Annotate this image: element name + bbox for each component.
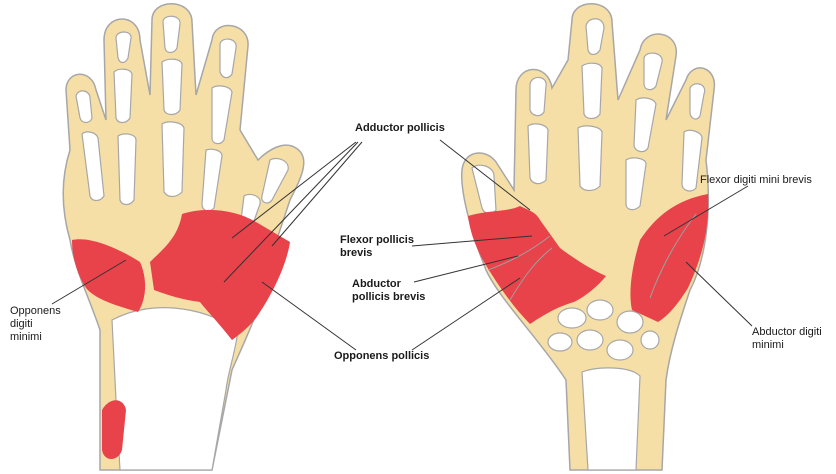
label-abductor-digiti-minimi: Abductor digiti minimi	[752, 326, 822, 352]
label-opponens-pollicis: Opponens pollicis	[334, 350, 429, 363]
label-flexor-pollicis-brevis: Flexor pollicis brevis	[340, 234, 414, 260]
label-adductor-pollicis: Adductor pollicis	[355, 122, 445, 135]
label-abductor-pollicis-brevis: Abductor pollicis brevis	[352, 278, 425, 304]
label-opponens-digiti-minimi: Opponens digiti minimi	[10, 305, 61, 344]
label-flexor-digiti-mini-brevis: Flexor digiti mini brevis	[700, 174, 812, 187]
left-carpal-region	[112, 308, 238, 470]
right-hand	[462, 4, 715, 470]
